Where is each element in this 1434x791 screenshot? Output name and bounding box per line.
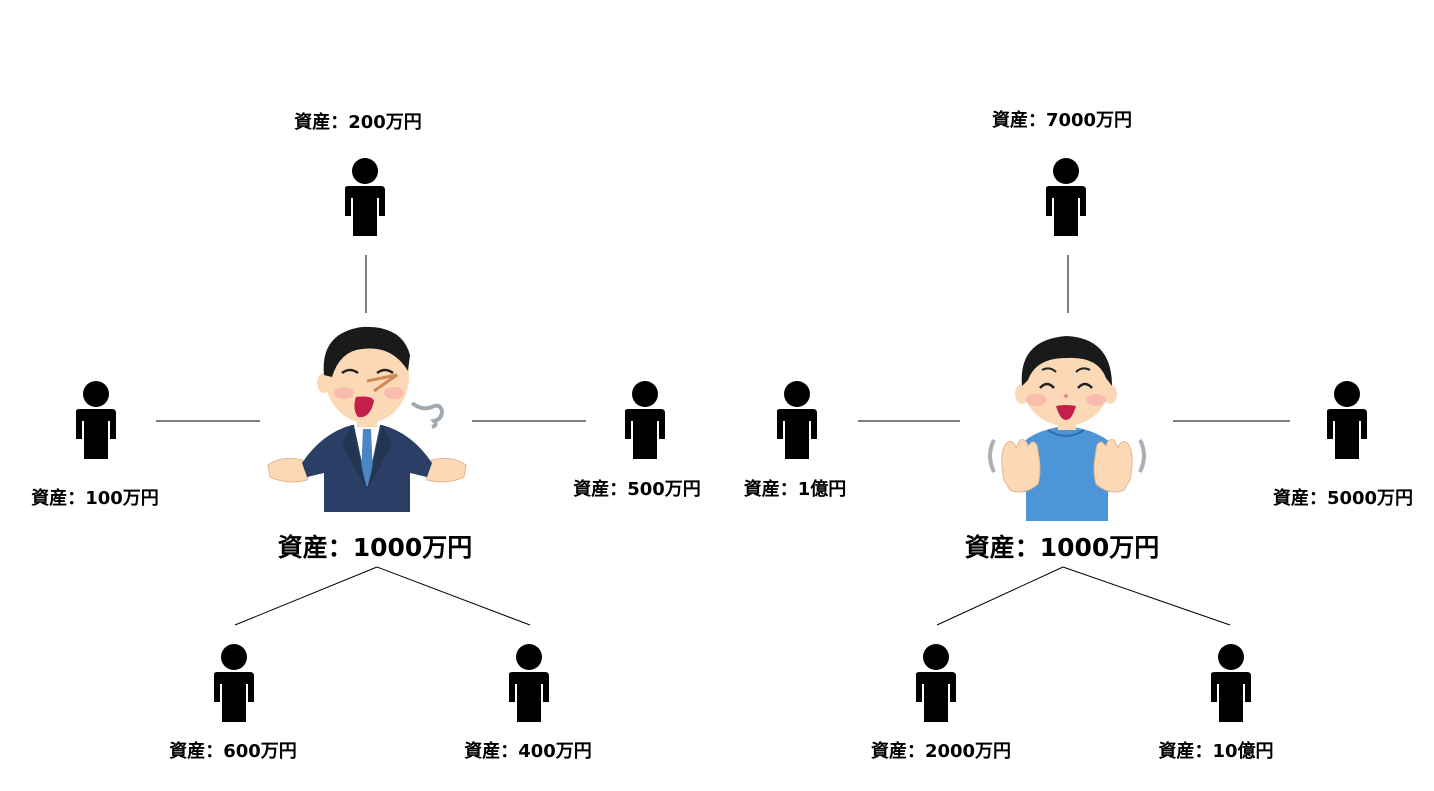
neighbor-label-top: 資産：200万円	[294, 112, 422, 133]
boastful-businessman-illustration	[267, 326, 467, 512]
neighbor-label-left: 資産：1億円	[743, 479, 847, 500]
neighbor-label-right: 資産：5000万円	[1272, 488, 1414, 509]
person-icon	[1036, 158, 1096, 238]
neighbor-label-bottom-right: 資産：400万円	[464, 741, 592, 762]
person-icon	[499, 644, 559, 724]
person-icon	[1201, 644, 1261, 724]
connector-right-bottom-left	[936, 566, 1064, 626]
person-icon	[335, 158, 395, 238]
person-icon	[906, 644, 966, 724]
center-label: 資産：1000万円	[964, 533, 1160, 562]
humble-man-illustration	[988, 336, 1146, 521]
person-icon	[66, 381, 126, 461]
person-icon	[204, 644, 264, 724]
neighbor-label-left: 資産：100万円	[31, 488, 159, 509]
center-label: 資産：1000万円	[277, 533, 473, 562]
neighbor-label-bottom-left: 資産：2000万円	[870, 741, 1012, 762]
neighbor-label-bottom-left: 資産：600万円	[169, 741, 297, 762]
neighbor-label-right: 資産：500万円	[573, 479, 701, 500]
person-icon	[1317, 381, 1377, 461]
connector-left-bottom-left	[234, 566, 378, 626]
person-icon	[615, 381, 675, 461]
connector-right-bottom-right	[1062, 566, 1231, 626]
neighbor-label-top: 資産：7000万円	[991, 110, 1133, 131]
connector-left-bottom-right	[376, 566, 531, 626]
neighbor-label-bottom-right: 資産：10億円	[1158, 741, 1274, 762]
person-icon	[767, 381, 827, 461]
